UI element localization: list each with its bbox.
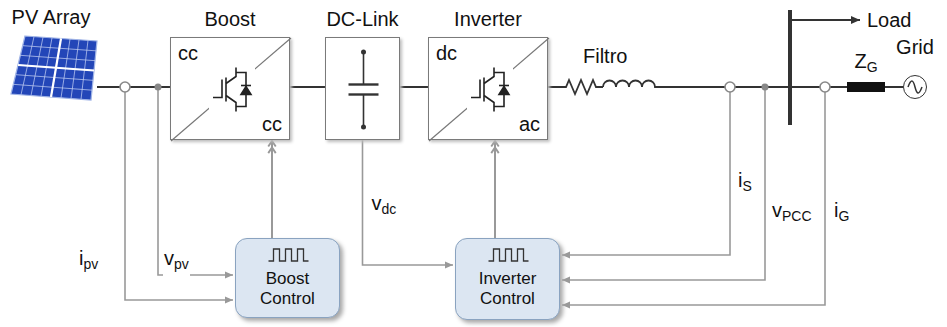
- dc-link-box: DC-Link: [325, 37, 400, 140]
- control-label: Inverter Control: [456, 239, 559, 315]
- impedance-block: ZG: [847, 82, 885, 92]
- signal-wire: [271, 140, 273, 238]
- signal-wire: [494, 140, 496, 238]
- signal-name: vPCC: [771, 198, 813, 228]
- emitter: [226, 96, 236, 112]
- load-arrow: [790, 19, 860, 21]
- subscript: dc: [382, 200, 397, 216]
- sine-symbol: [908, 81, 922, 93]
- signal-name: vpv: [163, 246, 190, 276]
- sense-wire: [562, 87, 765, 280]
- lead: [363, 52, 365, 85]
- impedance-label: ZG: [854, 49, 877, 79]
- converter-box: Boostcccc: [170, 37, 290, 140]
- voltage-tap: [155, 84, 162, 91]
- symbol-base: v: [372, 192, 382, 214]
- voltage-tap: [762, 84, 769, 91]
- subscript: G: [838, 208, 849, 224]
- symbol-base: i: [738, 169, 742, 191]
- converter-diagonal: [429, 38, 549, 141]
- plate: [349, 83, 379, 85]
- emitter: [484, 96, 494, 112]
- port-type: ac: [519, 112, 540, 136]
- control-box: Inverter Control: [455, 238, 560, 320]
- panel-grid: [13, 37, 96, 100]
- subscript: pv: [174, 256, 189, 272]
- pwm-icon: [489, 249, 529, 261]
- power-wire: [290, 86, 325, 88]
- solar-panel: [11, 36, 97, 100]
- signal-name: iS: [737, 168, 753, 198]
- power-wire: [885, 86, 903, 88]
- bus-bar: [788, 10, 792, 125]
- current-sensor: [120, 82, 130, 92]
- collector: [484, 68, 494, 84]
- inductor-symbol: [603, 81, 669, 88]
- node-heading: PV Array: [12, 5, 91, 29]
- port-type: cc: [262, 112, 282, 136]
- signal-name: iG: [833, 198, 850, 228]
- pwm-icon: [269, 249, 309, 261]
- symbol-base: v: [772, 199, 782, 221]
- node-drawing: [904, 76, 926, 98]
- terminal: [361, 125, 366, 130]
- panel-divider: [18, 65, 94, 71]
- resistor-symbol: [558, 80, 603, 94]
- sense-wire: [562, 87, 825, 305]
- subscript: pv: [83, 256, 98, 272]
- diode: [499, 87, 509, 95]
- diode-bar: [241, 85, 251, 87]
- symbol-base: Z: [854, 50, 866, 72]
- current-sensor: [725, 82, 735, 92]
- signal-name: ipv: [78, 246, 99, 276]
- igbt-symbol: [471, 68, 509, 112]
- pv-array: PV Array: [5, 3, 97, 103]
- symbol-base: i: [834, 199, 838, 221]
- diode: [241, 87, 251, 95]
- node-heading: Grid: [896, 35, 934, 59]
- subscript: S: [742, 178, 751, 194]
- filter-backing: [559, 74, 667, 100]
- converter-diagonal: [171, 38, 291, 141]
- node-heading: Boost: [204, 7, 255, 31]
- symbol-base: i: [79, 247, 83, 269]
- signal-name: vdc: [371, 191, 398, 221]
- gate: [471, 80, 480, 98]
- signal-wire: [363, 140, 454, 265]
- diode-bar: [499, 85, 509, 87]
- capacitor-symbol: [349, 52, 379, 127]
- converter-box: Inverterdcac: [428, 37, 548, 140]
- gate: [213, 80, 222, 98]
- port-type: cc: [178, 41, 198, 65]
- collector: [226, 68, 236, 84]
- power-wire: [400, 86, 428, 88]
- symbol-backing: [467, 66, 513, 114]
- control-label: Boost Control: [236, 239, 339, 315]
- terminal: [361, 50, 366, 55]
- node-heading: DC-Link: [326, 7, 398, 31]
- filter-label: Filtro: [582, 44, 628, 68]
- node-heading: Inverter: [454, 7, 522, 31]
- igbt-symbol: [213, 68, 251, 112]
- subscript: PCC: [782, 208, 812, 224]
- current-sensor: [820, 82, 830, 92]
- load-label: Load: [866, 8, 913, 32]
- port-type: dc: [436, 41, 457, 65]
- lead: [363, 95, 365, 128]
- sense-wire: [125, 87, 233, 300]
- channel: [483, 78, 485, 102]
- control-box: Boost Control: [235, 238, 340, 318]
- sense-wire: [562, 87, 730, 255]
- channel: [225, 78, 227, 102]
- subscript: G: [867, 59, 878, 75]
- grid-source: Grid: [903, 75, 927, 99]
- node-drawing: [326, 38, 399, 139]
- symbol-base: v: [164, 247, 174, 269]
- symbol-backing: [209, 66, 255, 114]
